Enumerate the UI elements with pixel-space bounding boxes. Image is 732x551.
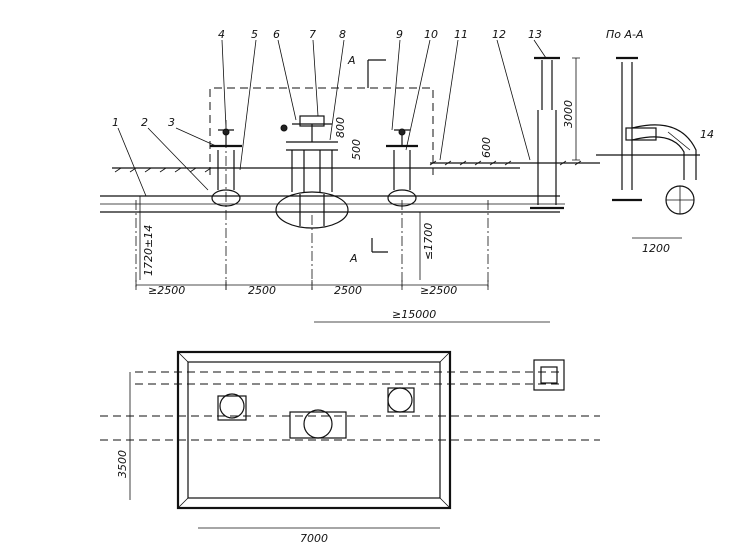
dim-label-2500-c: 2500: [334, 284, 362, 297]
elevation-view: [100, 56, 600, 290]
dim-label-1200: 1200: [642, 242, 670, 255]
valve-flanges: [299, 194, 325, 226]
section-valve: [625, 127, 657, 141]
callout-10: 10: [424, 28, 438, 41]
section-branch-pipe-outer: [631, 124, 697, 180]
plan-column-inner: [540, 366, 558, 384]
plan-left-valve: [219, 393, 245, 419]
dim-label-500: 500: [350, 139, 363, 160]
callout-7: 7: [309, 28, 316, 41]
dimension-lines: [129, 57, 682, 529]
callout-3: 3: [168, 116, 175, 129]
callout-8: 8: [339, 28, 346, 41]
section-a-a-view: [596, 56, 700, 215]
section-letter-top: А: [347, 54, 356, 67]
pit-outline: [209, 87, 434, 175]
left-riser: [217, 150, 235, 190]
callout-labels: 1 2 3 4 5 6 7 8 9 10 11 12 13 14: [112, 28, 714, 141]
section-letter-bottom: А: [349, 252, 358, 265]
plan-center-housing: [289, 411, 347, 439]
plan-left-housing: [217, 395, 247, 421]
right-handwheel: [398, 128, 406, 136]
column: [537, 60, 557, 205]
dim-label-2500-a: ≥2500: [148, 284, 185, 297]
section-column-caps: [612, 56, 642, 202]
section-branch-pipe: [631, 136, 685, 180]
dim-label-7000: 7000: [300, 532, 328, 545]
callout-4: 4: [218, 28, 225, 41]
callout-13: 13: [528, 28, 542, 41]
right-riser: [393, 150, 411, 190]
dim-label-15000: ≥15000: [392, 308, 436, 321]
column-caps: [530, 56, 564, 210]
section-labels: По А-А А А: [347, 28, 644, 265]
callout-2: 2: [141, 116, 148, 129]
dim-label-2500-d: ≥2500: [420, 284, 457, 297]
plan-main-pipe: [100, 415, 600, 441]
dim-label-3500: 3500: [116, 450, 129, 478]
dim-label-600: 600: [480, 137, 493, 158]
dim-ticks-bottom: [135, 280, 489, 290]
callout-14: 14: [700, 128, 714, 141]
center-stem: [292, 123, 332, 142]
chamber-inner: [187, 361, 441, 499]
callout-leaders: [117, 39, 691, 197]
plan-right-housing: [387, 387, 415, 413]
callout-12: 12: [492, 28, 506, 41]
section-column: [621, 62, 633, 190]
dim-label-1720: 1720±14: [142, 225, 155, 276]
dim-label-1700: ≤1700: [422, 223, 435, 260]
plan-center-valve: [303, 409, 333, 439]
chamber-outer: [176, 350, 452, 510]
callout-11: 11: [454, 28, 468, 41]
callout-1: 1: [112, 116, 119, 129]
main-pipe: [100, 195, 560, 213]
callout-6: 6: [273, 28, 280, 41]
centre-lines: [135, 120, 489, 290]
dim-label-800: 800: [334, 117, 347, 138]
center-handwheel: [280, 124, 288, 132]
section-arrow-top: [367, 59, 386, 88]
dim-3000-line: [572, 57, 580, 161]
center-crosshead: [286, 141, 338, 151]
center-actuator: [299, 115, 325, 127]
plan-view: [100, 350, 600, 510]
callout-9: 9: [396, 28, 403, 41]
dim-label-3000: 3000: [562, 100, 575, 128]
dimension-labels: ≥2500 2500 2500 ≥2500 ≤1700 1720±14 500 …: [116, 100, 670, 545]
plan-right-valve: [387, 387, 413, 413]
dim-label-2500-b: 2500: [248, 284, 276, 297]
chamber-corners: [177, 351, 451, 509]
callout-5: 5: [251, 28, 258, 41]
section-arrow-bottom: [371, 238, 388, 253]
plan-column: [533, 359, 565, 391]
plan-branch-pipe: [135, 371, 560, 385]
section-pipe-cross: [666, 186, 694, 214]
section-title: По А-А: [606, 28, 644, 41]
leader-lines: [117, 39, 691, 197]
center-risers: [291, 150, 333, 192]
